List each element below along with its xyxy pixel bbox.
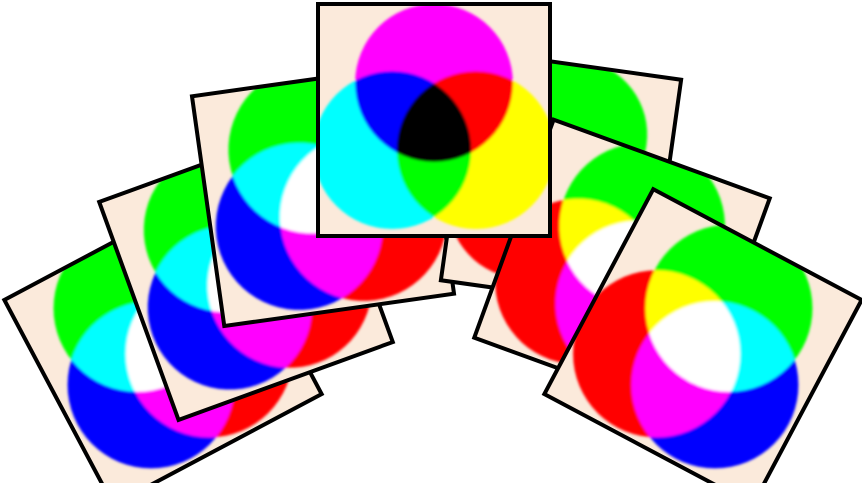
yellow-circle: [397, 71, 555, 229]
card-subtractive-center: [313, 4, 554, 236]
